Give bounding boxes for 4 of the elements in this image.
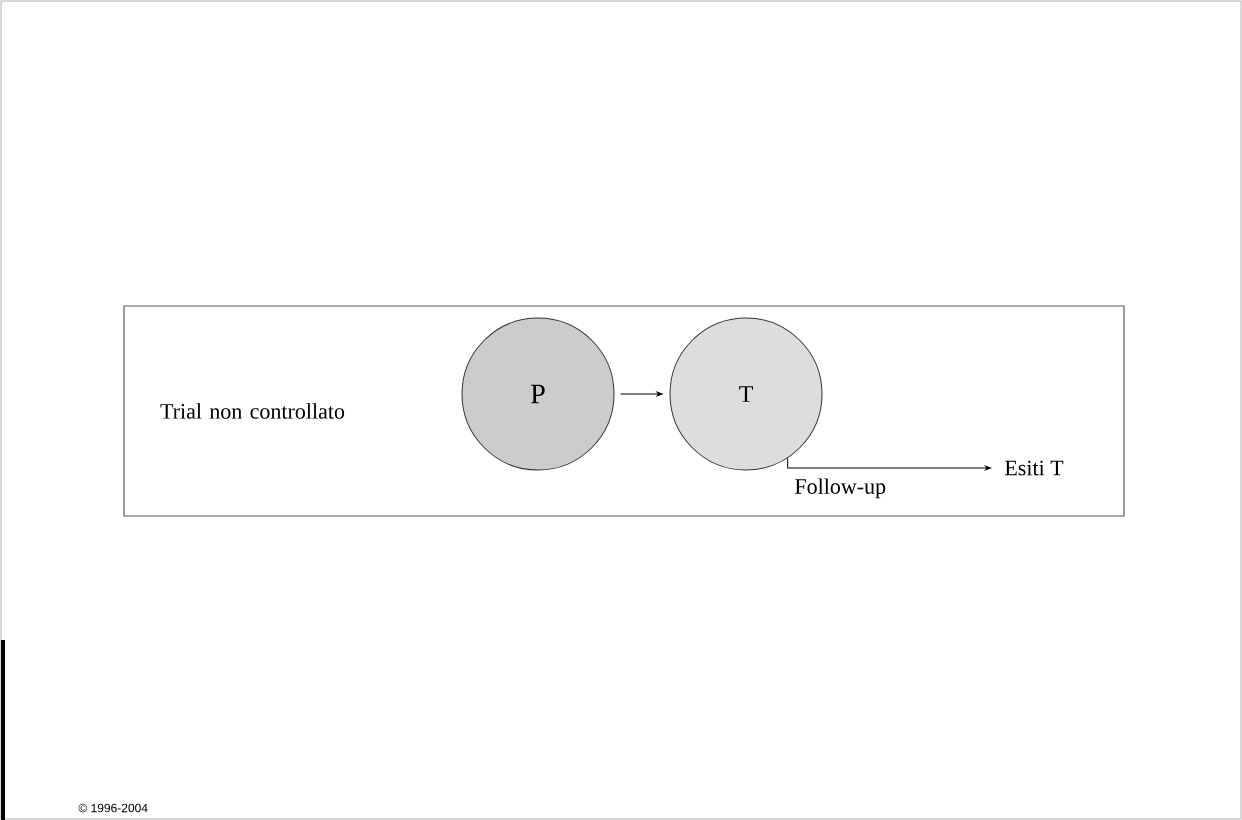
outcome-text: Esiti T <box>1005 460 1064 476</box>
edge-label: Follow-up <box>795 478 886 499</box>
arrow <box>620 391 663 397</box>
arrow <box>787 457 992 471</box>
